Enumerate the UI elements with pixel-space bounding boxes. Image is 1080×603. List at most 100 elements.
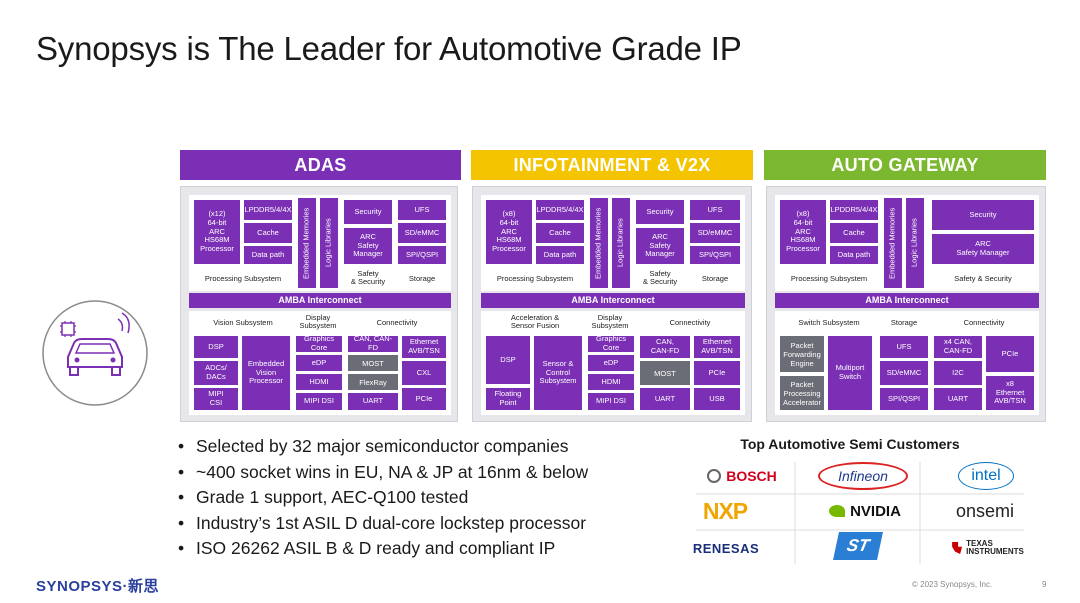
hdmi-block: HDMI [587,373,635,391]
safety-label: Safety & Security [642,269,678,287]
amba-interconnect: AMBA Interconnect [775,293,1039,308]
st-logo: ST [833,532,883,560]
renesas-logo: RENESAS [692,540,760,556]
safety-label: Safety & Security [954,274,1012,283]
uart-block: UART [347,392,399,411]
embedded-memories-block: Embedded Memories [883,197,903,289]
switch-subsystem-label: Switch Subsystem [798,318,860,327]
processor-block: (x12) 64-bit ARC HS68M Processor [193,199,241,265]
spi-block: SPI/QSPI [689,245,741,265]
graphics-core-block: Graphics Core [587,335,635,353]
cache-block: Cache [243,222,293,244]
dsp-block: DSP [485,335,531,385]
cxl-block: CXL [401,360,447,386]
hdmi-block: HDMI [295,373,343,391]
bullet-item: Industry’s 1st ASIL D dual-core lockstep… [178,511,588,537]
vision-subsystem-label: Vision Subsystem [213,318,273,327]
processor-block: (x8) 64-bit ARC HS68M Processor [779,199,827,265]
display-subsystem-label: Display Subsystem [591,313,629,331]
bullet-item: Grade 1 support, AEC-Q100 tested [178,485,588,511]
uart-block: UART [933,387,983,411]
datapath-block: Data path [829,245,879,265]
can-block: CAN, CAN-FD [347,335,399,353]
arc-safety-block: ARC Safety Manager [343,227,393,265]
processing-subsystem-label: Processing Subsystem [496,274,574,283]
most-block: MOST [639,360,691,386]
storage-label: Storage [701,274,729,283]
customer-grid-lines [690,458,1030,568]
ufs-block: UFS [689,199,741,221]
mipi-dsi-block: MIPI DSI [295,392,343,411]
arc-safety-block: ARC Safety Manager [931,233,1035,265]
gateway-header: AUTO GATEWAY [764,150,1046,180]
infotainment-panel: (x8) 64-bit ARC HS68M Processor LPDDR5/4… [472,186,752,422]
can-block: x4 CAN, CAN-FD [933,335,983,359]
security-block: Security [931,199,1035,231]
onsemi-logo: onsemi [955,500,1015,521]
safety-label: Safety & Security [350,269,386,287]
page-number: 9 [1042,580,1047,589]
cache-block: Cache [535,222,585,244]
lpddr-block: LPDDR5/4/4X [829,199,879,221]
logic-libraries-block: Logic Libraries [611,197,631,289]
floating-point-block: Floating Point [485,387,531,411]
security-block: Security [343,199,393,225]
ti-state-icon [952,542,963,554]
usb-block: USB [693,387,741,411]
uart-block: UART [639,387,691,411]
bullet-item: ~400 socket wins in EU, NA & JP at 16nm … [178,460,588,486]
adas-header: ADAS [180,150,461,180]
ethernet-block: x8 Ethernet AVB/TSN [985,375,1035,411]
embedded-memories-block: Embedded Memories [297,197,317,289]
storage-label: Storage [890,318,918,327]
can-block: CAN, CAN-FD [639,335,691,359]
storage-label: Storage [408,274,436,283]
amba-interconnect: AMBA Interconnect [481,293,745,308]
infineon-logo: Infineon [818,462,908,490]
sd-block: SD/eMMC [689,222,741,244]
pcie-block: PCIe [401,387,447,411]
connectivity-label: Connectivity [669,318,711,327]
lpddr-block: LPDDR5/4/4X [243,199,293,221]
synopsys-footer-logo: SYNOPSYS·新思 [36,578,160,595]
lpddr-block: LPDDR5/4/4X [535,199,585,221]
datapath-block: Data path [535,245,585,265]
mipi-dsi-block: MIPI DSI [587,392,635,411]
nvidia-logo: NVIDIA [810,497,920,525]
bosch-icon [707,469,722,483]
ufs-block: UFS [397,199,447,221]
nxp-logo: NXP [702,497,748,524]
connected-car-icon [34,297,156,409]
ti-logo: TEXAS INSTRUMENTS [950,534,1026,562]
customers-title: Top Automotive Semi Customers [740,436,960,452]
ufs-block: UFS [879,335,929,359]
pcie-block: PCIe [985,335,1035,373]
graphics-core-block: Graphics Core [295,335,343,353]
sd-block: SD/eMMC [879,360,929,386]
packet-processing-block: Packet Processing Accelerator [779,375,825,411]
bullet-item: Selected by 32 major semiconductor compa… [178,434,588,460]
flexray-block: FlexRay [347,373,399,391]
processing-subsystem-label: Processing Subsystem [790,274,868,283]
arc-safety-block: ARC Safety Manager [635,227,685,265]
logic-libraries-block: Logic Libraries [905,197,925,289]
copyright-text: © 2023 Synopsys, Inc. [912,580,993,589]
datapath-block: Data path [243,245,293,265]
embedded-vision-block: Embedded Vision Processor [241,335,291,411]
pcie-block: PCIe [693,360,741,386]
sd-block: SD/eMMC [397,222,447,244]
bosch-logo: BOSCH [692,462,792,490]
infotainment-header: INFOTAINMENT & V2X [471,150,753,180]
display-subsystem-label: Display Subsystem [299,313,337,331]
dsp-block: DSP [193,335,239,359]
ethernet-block: Ethernet AVB/TSN [693,335,741,359]
logic-libraries-block: Logic Libraries [319,197,339,289]
edp-block: eDP [295,354,343,372]
sensor-control-block: Sensor & Control Subsystem [533,335,583,411]
edp-block: eDP [587,354,635,372]
processing-subsystem-label: Processing Subsystem [204,274,282,283]
connectivity-label: Connectivity [376,318,418,327]
adcs-block: ADCs/ DACs [193,360,239,386]
bullet-list: Selected by 32 major semiconductor compa… [178,434,588,562]
mipi-csi-block: MIPI CSI [193,387,239,411]
